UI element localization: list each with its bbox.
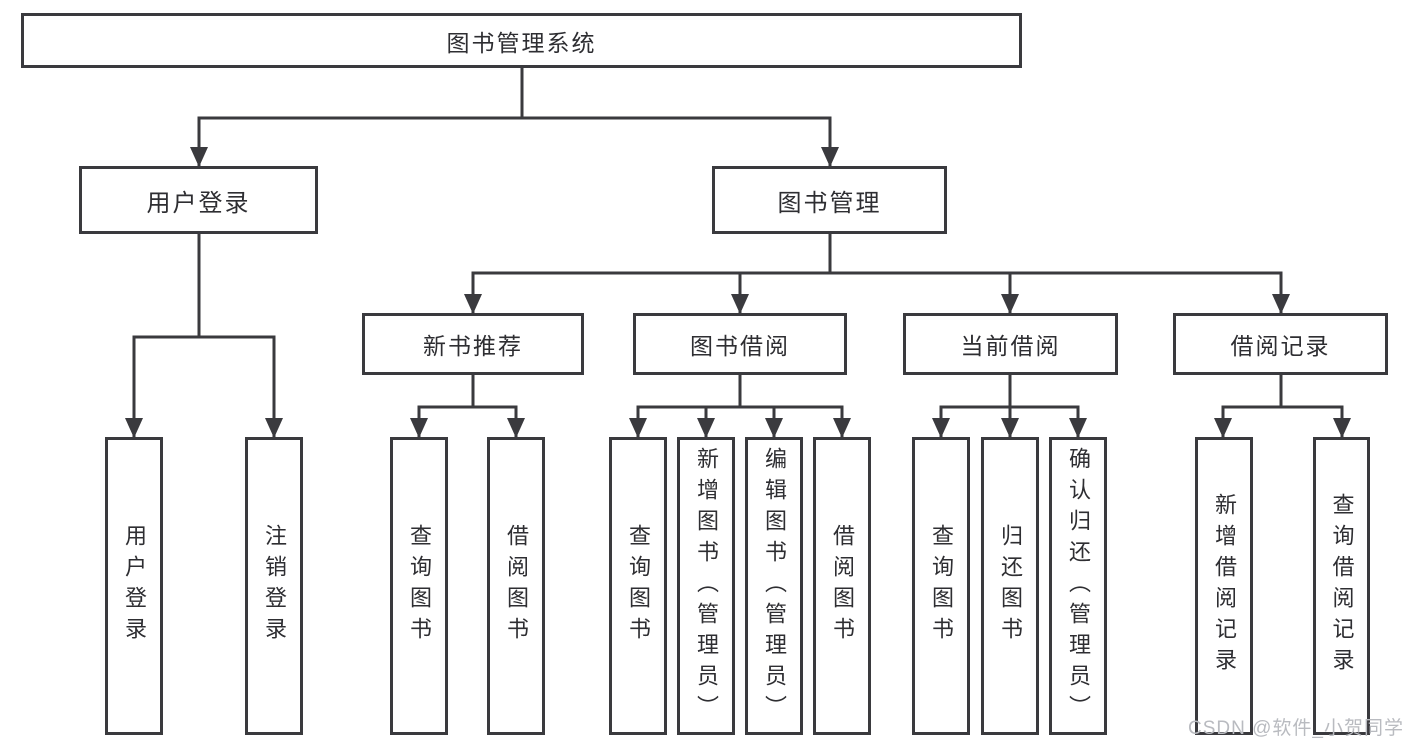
node-user-login: 用户登录 bbox=[79, 166, 318, 234]
leaf-confirm-return-admin: 确认归还（管理员） bbox=[1049, 437, 1107, 735]
node-book-borrowing: 图书借阅 bbox=[633, 313, 847, 375]
node-system-root: 图书管理系统 bbox=[21, 13, 1022, 68]
leaf-query-books-recommend: 查询图书 bbox=[390, 437, 448, 735]
leaf-borrow-books-borrowing: 借阅图书 bbox=[813, 437, 871, 735]
leaf-query-borrow-record: 查询借阅记录 bbox=[1313, 437, 1370, 735]
leaf-edit-book-admin: 编辑图书（管理员） bbox=[745, 437, 803, 735]
leaf-user-login: 用户登录 bbox=[105, 437, 163, 735]
leaf-logout-login: 注销登录 bbox=[245, 437, 303, 735]
node-label: 查询图书 bbox=[407, 524, 432, 648]
node-label: 查询借阅记录 bbox=[1329, 493, 1355, 679]
node-label: 新书推荐 bbox=[423, 333, 523, 359]
node-label: 用户登录 bbox=[122, 524, 147, 648]
node-label: 用户登录 bbox=[146, 189, 251, 217]
node-book-management: 图书管理 bbox=[712, 166, 947, 234]
connector-current-borrowing-to-leaves bbox=[932, 373, 1087, 438]
leaf-query-books-current: 查询图书 bbox=[912, 437, 970, 735]
node-new-book-recommendation: 新书推荐 bbox=[362, 313, 584, 375]
leaf-add-borrow-record: 新增借阅记录 bbox=[1195, 437, 1253, 735]
connector-user-login-to-leaves bbox=[125, 232, 283, 438]
node-borrowing-records: 借阅记录 bbox=[1173, 313, 1388, 375]
leaf-return-books: 归还图书 bbox=[981, 437, 1039, 735]
node-label: 归还图书 bbox=[998, 524, 1023, 648]
node-label: 新增借阅记录 bbox=[1212, 493, 1237, 679]
node-label: 新增图书（管理员） bbox=[694, 446, 719, 726]
node-label: 借阅记录 bbox=[1230, 333, 1331, 359]
watermark-text: CSDN @软件_小贺同学 bbox=[1188, 718, 1404, 739]
node-label: 查询图书 bbox=[929, 524, 954, 648]
node-label: 当前借阅 bbox=[960, 333, 1061, 359]
connector-book-management-to-level3 bbox=[464, 232, 1290, 314]
connector-borrowing-records-to-leaves bbox=[1214, 373, 1351, 438]
node-label: 图书管理 bbox=[777, 189, 882, 217]
connector-new-book-to-leaves bbox=[410, 373, 525, 438]
node-label: 图书借阅 bbox=[690, 333, 790, 359]
node-label: 编辑图书（管理员） bbox=[762, 446, 787, 726]
node-label: 注销登录 bbox=[262, 524, 287, 648]
leaf-add-book-admin: 新增图书（管理员） bbox=[677, 437, 735, 735]
leaf-borrow-books-recommend: 借阅图书 bbox=[487, 437, 545, 735]
leaf-query-books-borrowing: 查询图书 bbox=[609, 437, 667, 735]
node-current-borrowing: 当前借阅 bbox=[903, 313, 1118, 375]
node-label: 查询图书 bbox=[626, 524, 651, 648]
connector-book-borrowing-to-leaves bbox=[629, 373, 851, 438]
connector-root-to-level2 bbox=[190, 66, 839, 167]
node-label: 确认归还（管理员） bbox=[1066, 446, 1091, 726]
node-label: 借阅图书 bbox=[504, 524, 529, 648]
node-label: 借阅图书 bbox=[830, 524, 855, 648]
node-label: 图书管理系统 bbox=[446, 29, 597, 56]
